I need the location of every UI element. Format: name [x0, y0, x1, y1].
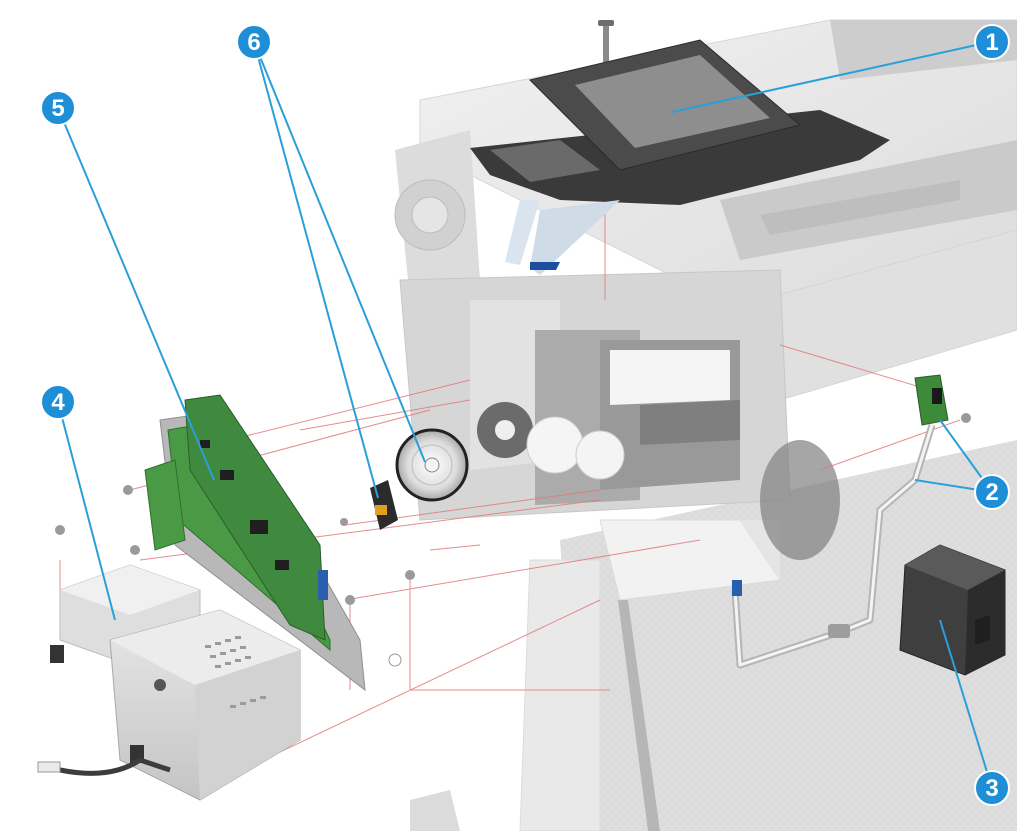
leader-lines — [57, 41, 993, 789]
screw-icon — [603, 22, 609, 62]
main-pca — [123, 394, 415, 692]
screw-icon — [123, 485, 133, 495]
callout-1-label: 1 — [985, 29, 998, 56]
callout-2: 2 — [974, 474, 1010, 510]
front-panel — [470, 20, 890, 275]
side-cover — [899, 544, 1006, 676]
callout-6-label: 6 — [247, 29, 260, 56]
callout-4-label: 4 — [51, 389, 65, 416]
screw-icon — [345, 595, 355, 605]
callout-2-label: 2 — [985, 479, 998, 506]
encoder-disk-and-sensor — [340, 428, 469, 530]
screw-icon — [405, 570, 415, 580]
callout-1: 1 — [974, 24, 1010, 60]
callout-3: 3 — [974, 770, 1010, 806]
callout-6: 6 — [236, 24, 272, 60]
power-supply-unit — [37, 525, 301, 801]
screw-icon — [55, 525, 65, 535]
screw-icon — [130, 545, 140, 555]
callout-4: 4 — [40, 384, 76, 420]
screw-icon — [154, 679, 166, 691]
printer-body — [394, 19, 1017, 831]
callout-5: 5 — [40, 90, 76, 126]
screw-icon — [340, 518, 348, 526]
callout-3-label: 3 — [985, 775, 998, 802]
screw-icon — [961, 413, 971, 423]
callout-5-label: 5 — [51, 95, 64, 122]
